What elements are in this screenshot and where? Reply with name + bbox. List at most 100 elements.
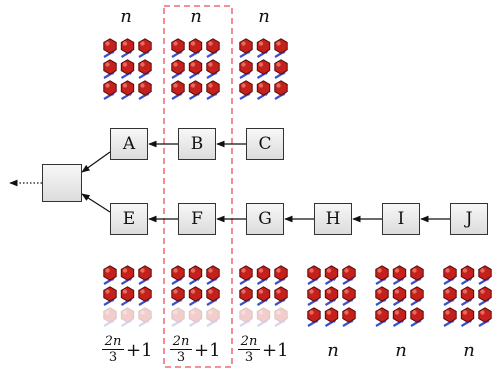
top-group-3-gem-0-0 — [239, 38, 253, 58]
arrow-e-to-merge — [81, 193, 111, 213]
bottom-full-group-1-gem-0-0 — [307, 265, 321, 285]
frac-numerator: 2n — [170, 334, 192, 350]
frac-numerator: 2n — [102, 334, 124, 350]
frac-numerator: 2n — [238, 334, 260, 350]
box-j: J — [450, 203, 488, 235]
arrow-a-to-merge — [81, 151, 111, 173]
bottom-partial-group-2-gem-2-1 — [188, 307, 203, 327]
frac-tail: +1 — [126, 340, 153, 361]
top-group-2-gem-0-2 — [206, 38, 220, 58]
bottom-partial-group-3-gem-0-0 — [239, 265, 253, 285]
bottom-full-group-2-gem-0-0 — [375, 265, 389, 285]
bottom-full-group-3-gem-2-2 — [478, 307, 492, 327]
box-i: I — [382, 203, 420, 235]
bottom-full-group-1-gem-1-2 — [342, 286, 356, 306]
bottom-full-group-3-gem-2-0 — [443, 307, 457, 327]
top-group-2-gem-2-2 — [206, 80, 220, 100]
frac-denominator: 3 — [176, 350, 186, 365]
frac-tail: +1 — [262, 340, 289, 361]
box-c: C — [246, 128, 284, 160]
bottom-partial-group-2-gem-1-2 — [206, 286, 220, 306]
bottom-full-group-3-gem-2-1 — [460, 307, 475, 327]
top-group-2-gem-1-2 — [206, 59, 220, 79]
top-group-2-gem-0-1 — [188, 38, 203, 58]
bottom-partial-group-2-gem-2-2 — [206, 307, 220, 327]
bottom-full-group-3-gem-1-2 — [478, 286, 492, 306]
merge-node-box — [42, 164, 82, 202]
bottom-partial-group-3-gem-2-0 — [239, 307, 253, 327]
top-group-1-gem-0-0 — [103, 38, 117, 58]
bottom-full-group-1-gem-0-1 — [324, 265, 339, 285]
bottom-full-group-3-gem-1-1 — [460, 286, 475, 306]
bottom-partial-group-1-gem-0-1 — [120, 265, 135, 285]
bottom-full-group-2-gem-2-2 — [410, 307, 424, 327]
bottom-partial-group-1-gem-1-1 — [120, 286, 135, 306]
bottom-partial-group-2-gem-0-2 — [206, 265, 220, 285]
bottom-full-group-2-gem-2-1 — [392, 307, 407, 327]
bottom-partial-group-1-gem-1-0 — [103, 286, 117, 306]
bottom-full-group-1-gem-1-0 — [307, 286, 321, 306]
frac-denominator: 3 — [108, 350, 118, 365]
top-group-2-gem-1-1 — [188, 59, 203, 79]
top-group-1-gem-2-0 — [103, 80, 117, 100]
highlight-dashed-column — [163, 5, 233, 368]
top-group-1-gem-2-1 — [120, 80, 135, 100]
top-group-2-gem-2-1 — [188, 80, 203, 100]
bottom-full-group-2-gem-2-0 — [375, 307, 389, 327]
bottom-full-group-2-gem-1-1 — [392, 286, 407, 306]
top-group-1-gem-2-2 — [138, 80, 152, 100]
box-f: F — [178, 203, 216, 235]
bottom-partial-group-3-gem-0-2 — [274, 265, 288, 285]
frac-tail: +1 — [194, 340, 221, 361]
box-g: G — [246, 203, 284, 235]
top-group-3-gem-0-2 — [274, 38, 288, 58]
bottom-full-group-3-gem-1-0 — [443, 286, 457, 306]
bottom-partial-group-2-gem-2-0 — [171, 307, 185, 327]
top-label-n-3: n — [258, 6, 270, 27]
top-group-1-gem-1-2 — [138, 59, 152, 79]
bottom-full-group-1-gem-1-1 — [324, 286, 339, 306]
top-group-1-gem-1-1 — [120, 59, 135, 79]
bottom-full-group-2-gem-0-2 — [410, 265, 424, 285]
top-group-1-gem-1-0 — [103, 59, 117, 79]
bottom-partial-group-3-gem-2-2 — [274, 307, 288, 327]
bottom-partial-group-2-gem-0-0 — [171, 265, 185, 285]
bottom-full-group-2-gem-1-2 — [410, 286, 424, 306]
bottom-partial-group-2-gem-1-1 — [188, 286, 203, 306]
frac-denominator: 3 — [244, 350, 254, 365]
bottom-partial-group-1-gem-2-2 — [138, 307, 152, 327]
bottom-full-group-2-gem-1-0 — [375, 286, 389, 306]
bottom-partial-group-1-gem-2-0 — [103, 307, 117, 327]
bottom-full-group-3-gem-0-2 — [478, 265, 492, 285]
box-h: H — [314, 203, 352, 235]
bottom-partial-group-1-gem-2-1 — [120, 307, 135, 327]
bottom-partial-group-1-gem-0-0 — [103, 265, 117, 285]
bottom-partial-group-3-gem-1-2 — [274, 286, 288, 306]
top-group-2-gem-2-0 — [171, 80, 185, 100]
box-e: E — [110, 203, 148, 235]
bottom-full-group-1-gem-2-1 — [324, 307, 339, 327]
bottom-full-group-3-gem-0-0 — [443, 265, 457, 285]
bottom-full-group-2-gem-0-1 — [392, 265, 407, 285]
top-group-1-gem-0-2 — [138, 38, 152, 58]
bottom-full-group-3-gem-0-1 — [460, 265, 475, 285]
bottom-label-n-2: n — [395, 340, 407, 361]
bottom-full-group-1-gem-0-2 — [342, 265, 356, 285]
top-group-3-gem-0-1 — [256, 38, 271, 58]
bottom-partial-group-3-gem-1-1 — [256, 286, 271, 306]
top-group-3-gem-1-2 — [274, 59, 288, 79]
top-group-3-gem-2-0 — [239, 80, 253, 100]
top-group-2-gem-0-0 — [171, 38, 185, 58]
top-label-n-2: n — [190, 6, 202, 27]
box-b: B — [178, 128, 216, 160]
bottom-label-n-3: n — [463, 340, 475, 361]
bottom-full-group-1-gem-2-2 — [342, 307, 356, 327]
box-a: A — [110, 128, 148, 160]
top-group-3-gem-1-0 — [239, 59, 253, 79]
top-label-n-1: n — [120, 6, 132, 27]
